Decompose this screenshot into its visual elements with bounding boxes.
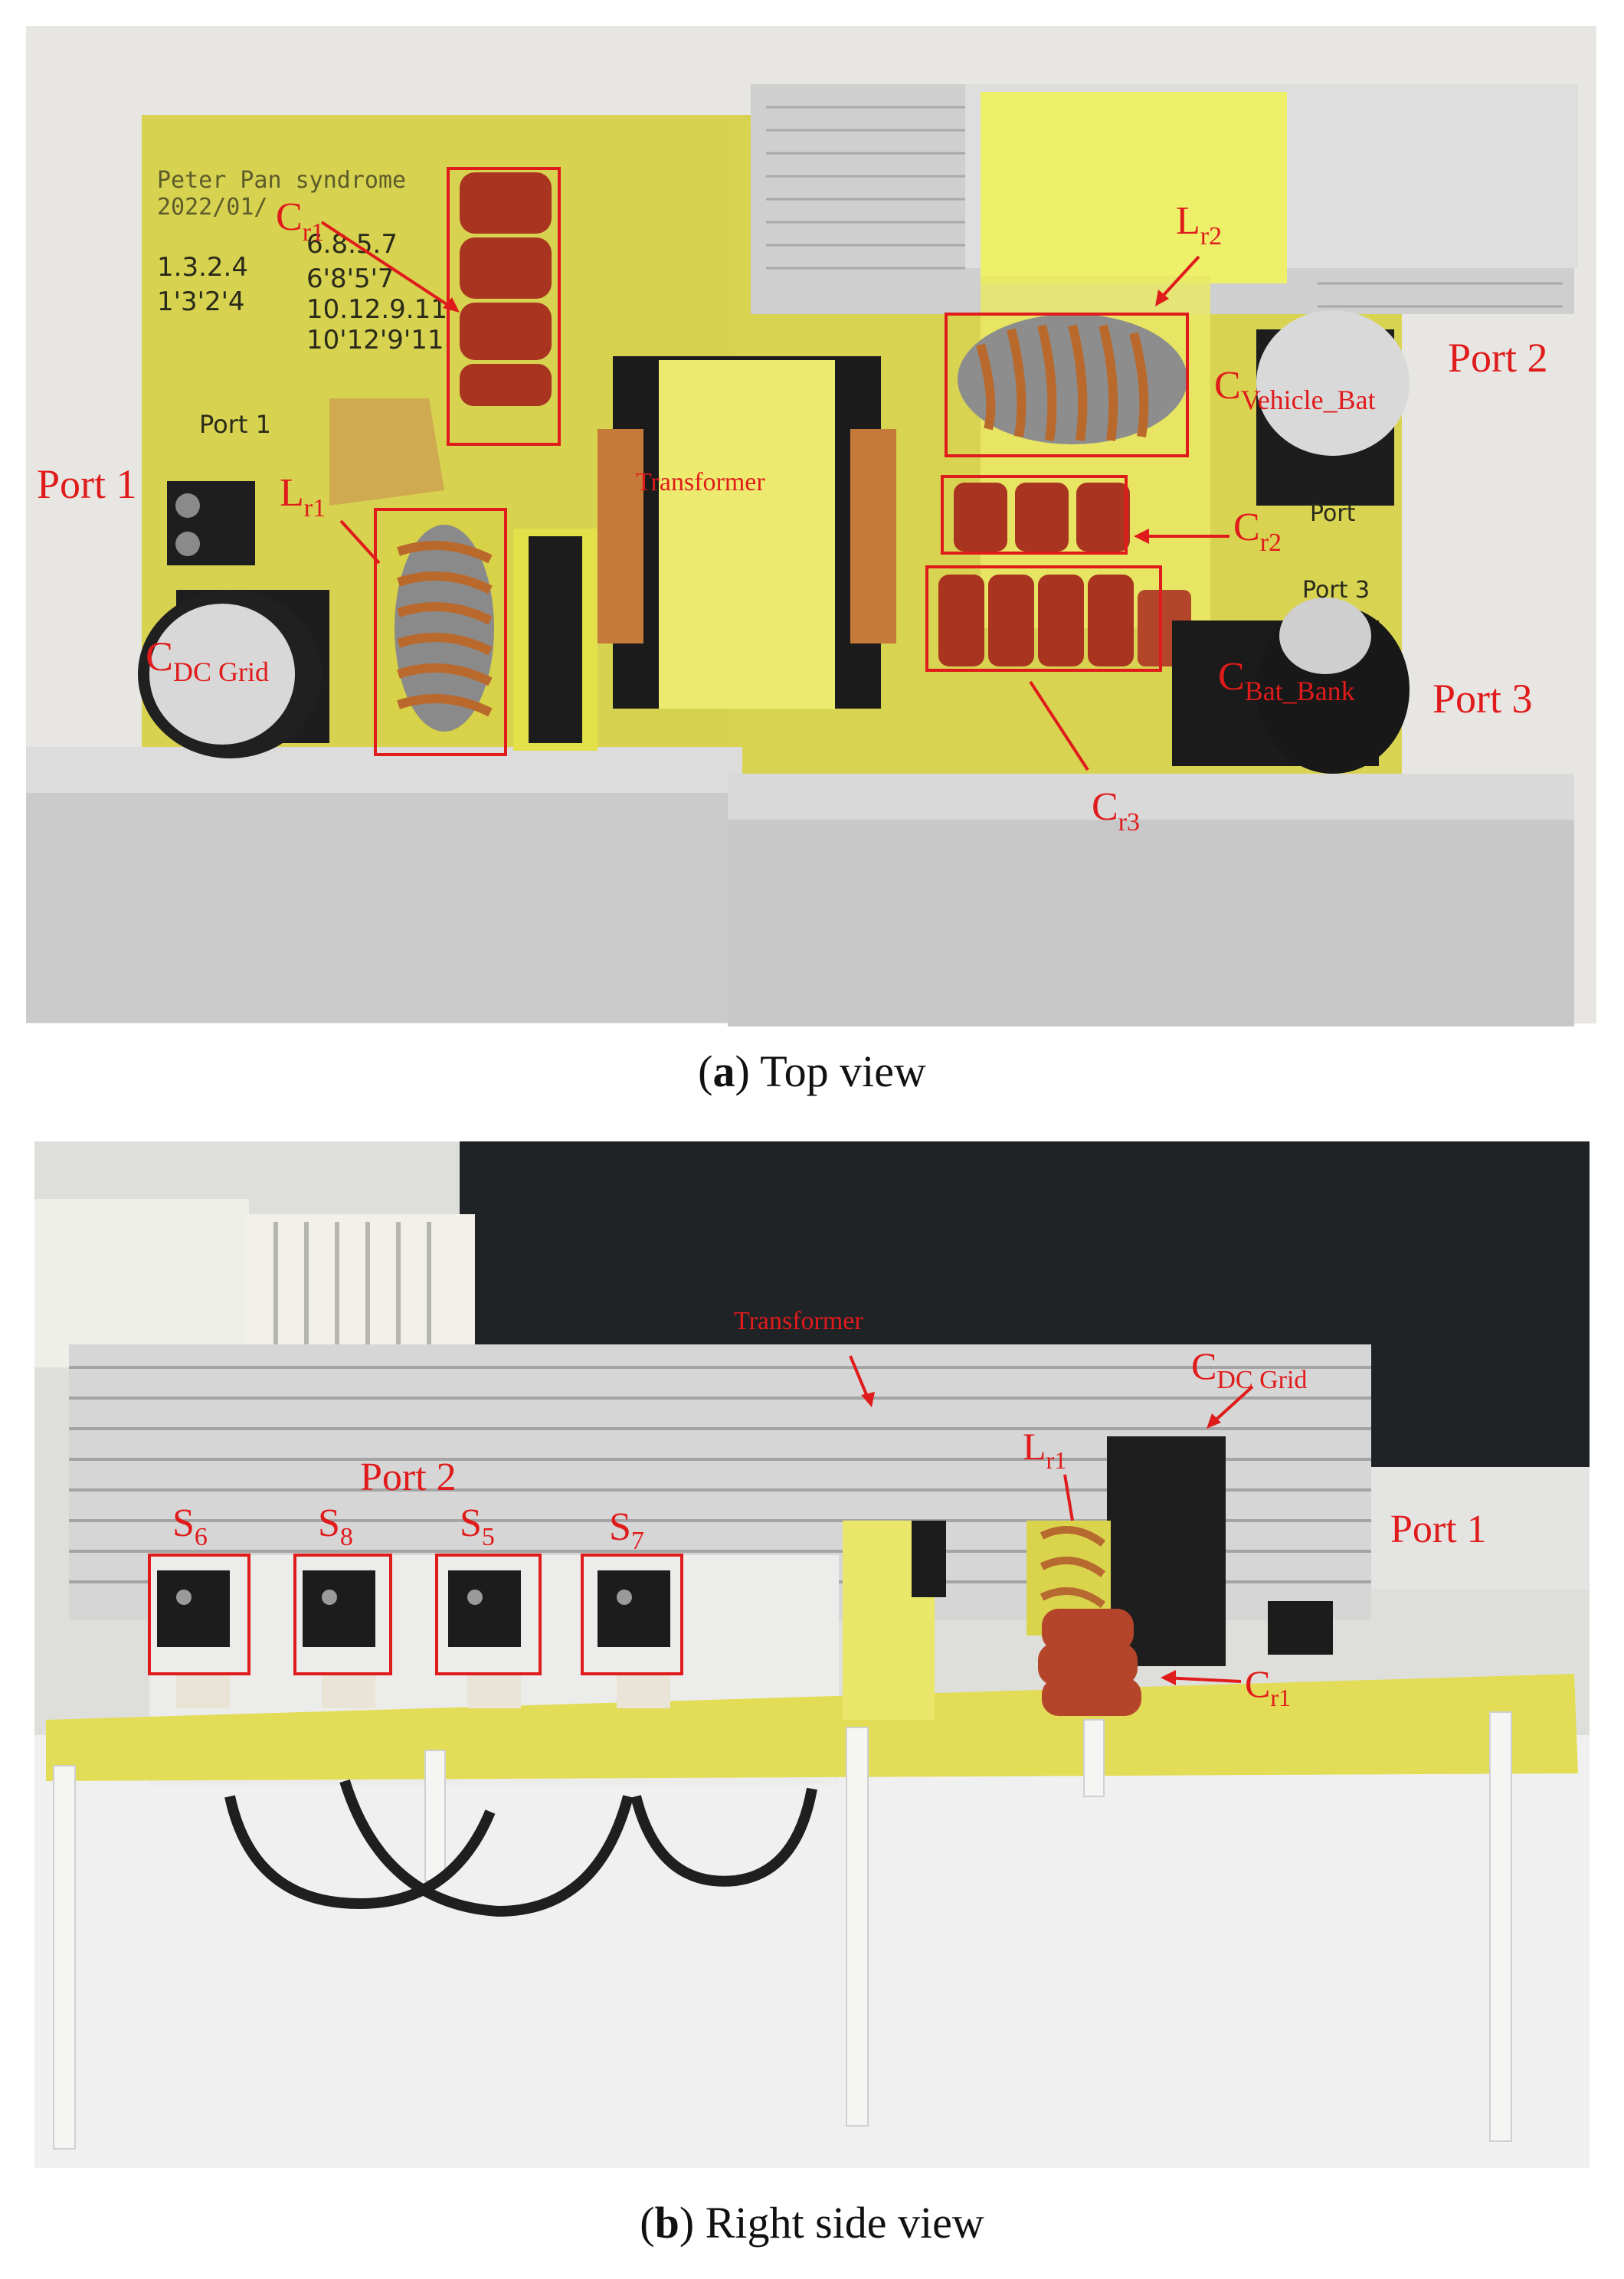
board-handwriting-line2: 2022/01/ bbox=[157, 194, 268, 221]
side-label-port1: Port 1 bbox=[1390, 1508, 1487, 1551]
label-lr1: Lr1 bbox=[280, 471, 326, 522]
switches bbox=[157, 1570, 670, 1708]
board-note-port1: Port 1 bbox=[199, 410, 271, 439]
cr2-box bbox=[941, 475, 1128, 555]
label-port3: Port 3 bbox=[1432, 676, 1533, 722]
label-transformer: Transformer bbox=[636, 468, 765, 496]
board-note-1: 1.3.2.4 bbox=[157, 252, 248, 283]
cr3-box bbox=[925, 565, 1162, 672]
side-label-cr1: Cr1 bbox=[1245, 1662, 1291, 1711]
port1-terminal bbox=[167, 481, 255, 565]
cr1-capacitors bbox=[460, 172, 552, 406]
cdc-grid-capacitor bbox=[138, 590, 329, 758]
heatsink-top-right bbox=[751, 84, 1578, 314]
board-note-5: 10.12.9.11 bbox=[306, 294, 447, 325]
side-label-s6: S6 bbox=[172, 1501, 208, 1551]
label-cbat-bank: CBat_Bank bbox=[1218, 655, 1355, 706]
label-cdc-grid: CDC Grid bbox=[146, 634, 269, 687]
s8-box bbox=[293, 1554, 392, 1675]
s5-box bbox=[435, 1554, 542, 1675]
heatsink-bottom-right bbox=[728, 774, 1574, 1027]
side-label-transformer: Transformer bbox=[734, 1307, 863, 1335]
label-port1: Port 1 bbox=[37, 461, 137, 507]
side-label-s8: S8 bbox=[318, 1501, 353, 1551]
caption-side-view: (b) Right side view bbox=[640, 2198, 984, 2248]
transformer bbox=[598, 356, 896, 709]
label-cr1: Cr1 bbox=[276, 195, 324, 247]
heatsink-bottom-left bbox=[26, 747, 742, 1023]
board-note-port-right: Port bbox=[1310, 500, 1356, 527]
side-label-s5: S5 bbox=[460, 1501, 495, 1551]
s6-box bbox=[148, 1554, 250, 1675]
label-lr2: Lr2 bbox=[1176, 199, 1222, 250]
board-handwriting-line1: Peter Pan syndrome bbox=[157, 167, 406, 194]
lr1-box bbox=[374, 508, 507, 756]
caption-top-view: (a) Top view bbox=[698, 1046, 926, 1096]
side-label-lr1: Lr1 bbox=[1023, 1425, 1066, 1474]
side-label-s7: S7 bbox=[609, 1505, 644, 1555]
cbat-bank-capacitor bbox=[1172, 598, 1410, 774]
lr2-inductor bbox=[958, 314, 1187, 444]
side-annotation-arrows bbox=[849, 1355, 1254, 1685]
cr3-capacitors bbox=[938, 575, 1191, 666]
side-label-port2: Port 2 bbox=[360, 1455, 457, 1499]
label-cr2: Cr2 bbox=[1233, 506, 1282, 557]
side-view-photo: Transformer CDC Grid Lr1 Port 2 Port 1 S… bbox=[34, 1141, 1590, 2168]
board-note-3: 6.8.5.7 bbox=[306, 229, 398, 260]
s7-box bbox=[581, 1554, 683, 1675]
board-note-port3-right: Port 3 bbox=[1302, 577, 1370, 604]
top-view-photo: Peter Pan syndrome 2022/01/ 1.3.2.4 1'3'… bbox=[26, 26, 1596, 1027]
lr2-box bbox=[945, 313, 1189, 457]
board-note-6: 10'12'9'11 bbox=[306, 325, 444, 355]
standoff-legs bbox=[53, 1711, 1512, 2150]
annotation-arrows bbox=[320, 221, 1229, 771]
lr1-inductor bbox=[383, 513, 506, 743]
board-note-2: 1'3'2'4 bbox=[157, 287, 245, 317]
label-port2: Port 2 bbox=[1448, 335, 1548, 381]
cvehicle-bat-capacitor bbox=[1256, 310, 1410, 506]
label-cvehicle-bat: CVehicle_Bat bbox=[1214, 364, 1376, 415]
side-label-cdc-grid: CDC Grid bbox=[1191, 1344, 1307, 1394]
cr2-capacitors bbox=[954, 483, 1130, 552]
label-cr3: Cr3 bbox=[1092, 785, 1140, 837]
board-note-4: 6'8'5'7 bbox=[306, 264, 395, 294]
side-cr1-capacitors bbox=[1038, 1609, 1141, 1716]
